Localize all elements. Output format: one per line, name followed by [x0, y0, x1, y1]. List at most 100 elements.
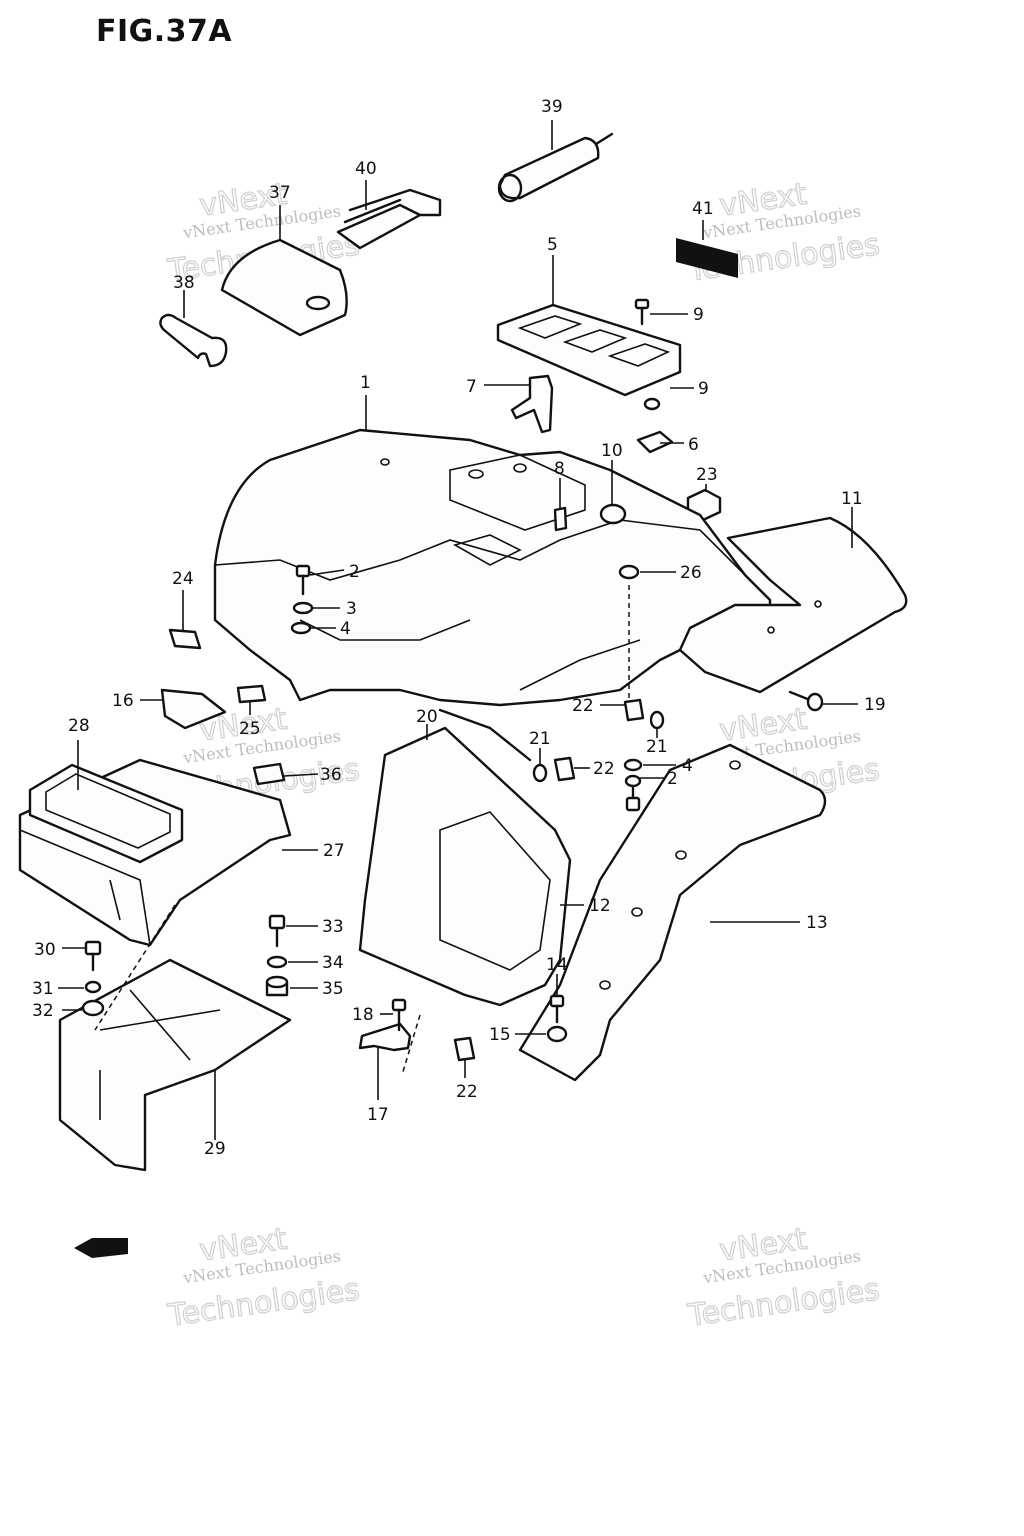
callout-5: 5	[547, 235, 558, 255]
callout-32: 32	[32, 1001, 54, 1021]
callout-7: 7	[466, 377, 477, 397]
callout-17: 17	[367, 1105, 389, 1125]
callout-6: 6	[688, 435, 699, 455]
part-41-emblem	[676, 238, 738, 278]
watermark: vNext vNext Technologies Technologies	[684, 176, 882, 289]
part-28-tray	[28, 763, 184, 864]
part-2-screw	[295, 564, 311, 596]
callout-36: 36	[320, 765, 342, 785]
part-21-washer	[649, 710, 665, 730]
part-15-collar	[546, 1025, 568, 1043]
part-10-grommet	[599, 503, 627, 525]
callout-15: 15	[489, 1025, 511, 1045]
callout-31: 31	[32, 979, 54, 999]
callout-8: 8	[554, 459, 565, 479]
part-22-nut-mid	[553, 756, 576, 782]
part-25-pad	[236, 684, 267, 704]
callout-2: 2	[349, 562, 360, 582]
callout-4: 4	[340, 619, 351, 639]
callout-33: 33	[322, 917, 344, 937]
callout-25: 25	[239, 719, 261, 739]
part-16-clamp	[160, 688, 227, 730]
callout-26: 26	[680, 563, 702, 583]
callout-18: 18	[352, 1005, 374, 1025]
watermark: vNext vNext Technologies Technologies	[164, 1221, 362, 1334]
callout-19: 19	[864, 695, 886, 715]
callout-numbers: 39 40 37 38 41 5 9 7 9 6 1 8 10 23 11 2 …	[32, 97, 886, 1159]
callout-9b: 9	[698, 379, 709, 399]
part-11-mud-flap	[678, 516, 908, 694]
callout-11: 11	[841, 489, 863, 509]
callout-14: 14	[546, 955, 568, 975]
part-4-washer-right-b	[624, 774, 642, 788]
part-7-bracket	[510, 374, 554, 434]
callout-24: 24	[172, 569, 194, 589]
callout-30: 30	[34, 940, 56, 960]
part-21-washer-mid	[532, 763, 548, 783]
figure-title: FIG.37A	[96, 14, 233, 49]
callout-22: 22	[572, 696, 594, 716]
callout-38: 38	[173, 273, 195, 293]
part-30-bolt	[84, 940, 102, 972]
callout-1: 1	[360, 373, 371, 393]
part-24-sleeve	[168, 628, 202, 650]
part-34-washer	[266, 955, 288, 969]
part-39-tube	[497, 132, 614, 203]
callout-22b: 22	[593, 759, 615, 779]
part-31-washer	[84, 980, 102, 994]
callout-39: 39	[541, 97, 563, 117]
part-22-nut	[623, 698, 645, 722]
part-2-screw-right	[625, 786, 641, 812]
part-13-side-fender	[518, 743, 827, 1082]
part-26-nut	[618, 564, 640, 580]
leader-lines	[58, 120, 858, 1140]
part-4-washer	[290, 621, 312, 635]
callout-35: 35	[322, 979, 344, 999]
part-36-clip	[252, 762, 286, 786]
callout-21b: 21	[646, 737, 668, 757]
callout-40: 40	[355, 159, 377, 179]
part-9-bolt-lower	[643, 397, 661, 411]
part-8-pin	[553, 506, 568, 532]
callout-21: 21	[529, 729, 551, 749]
part-38-wrench	[159, 313, 228, 368]
front-direction-arrow-icon	[74, 1238, 128, 1258]
part-37-box-cover	[220, 238, 348, 337]
part-19-bolt	[788, 690, 824, 712]
callout-27: 27	[323, 841, 345, 861]
part-4-washer-right	[623, 758, 643, 772]
callout-34: 34	[322, 953, 344, 973]
callout-10: 10	[601, 441, 623, 461]
part-3-washer	[292, 601, 314, 615]
callout-29: 29	[204, 1139, 226, 1159]
callout-9: 9	[693, 305, 704, 325]
callout-41: 41	[692, 199, 714, 219]
part-17-stay	[358, 1022, 412, 1052]
callout-28: 28	[68, 716, 90, 736]
part-40-clip	[336, 188, 442, 250]
part-5-carrier-rack	[496, 303, 682, 397]
part-6-plate	[636, 430, 674, 454]
watermark: vNext vNext Technologies Technologies	[684, 1221, 882, 1334]
part-14-bolt	[549, 994, 565, 1024]
callout-3: 3	[346, 599, 357, 619]
part-35-collar	[265, 975, 289, 997]
part-33-bolt	[268, 914, 286, 948]
part-18-bolt	[391, 998, 407, 1032]
part-22-nut-lower	[453, 1036, 476, 1062]
callout-2b: 2	[667, 769, 678, 789]
part-29-under-plate	[58, 958, 292, 1172]
callout-23: 23	[696, 465, 718, 485]
callout-12: 12	[589, 896, 611, 916]
part-9-bolt	[634, 298, 650, 326]
part-1-rear-fender	[213, 428, 772, 707]
callout-16: 16	[112, 691, 134, 711]
callout-4b: 4	[682, 756, 693, 776]
callout-37: 37	[269, 183, 291, 203]
callout-20: 20	[416, 707, 438, 727]
callout-13: 13	[806, 913, 828, 933]
callout-22c: 22	[456, 1082, 478, 1102]
part-12-inner-panel	[358, 726, 572, 1007]
part-32-grommet	[81, 999, 105, 1017]
